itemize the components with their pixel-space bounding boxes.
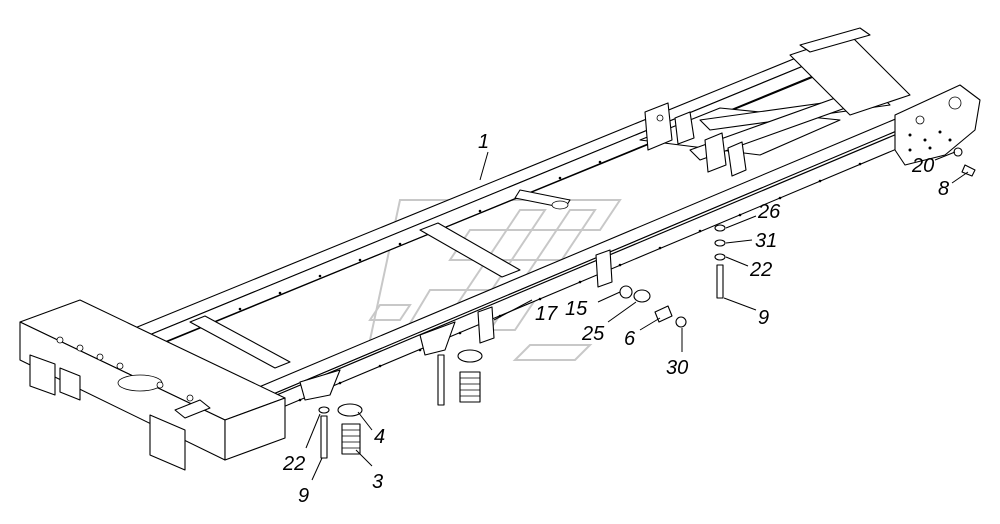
callout-20: 20 [911, 155, 934, 177]
cross-members [189, 27, 911, 369]
callout-6: 6 [624, 328, 636, 350]
callout-22-rear: 22 [749, 259, 772, 281]
rear-bracket [894, 84, 981, 166]
callout-9-front: 9 [298, 485, 309, 507]
callout-30: 30 [666, 357, 688, 379]
callout-9-rear: 9 [758, 307, 769, 329]
hardware-parts [318, 147, 976, 459]
callout-1-leader [479, 151, 489, 181]
callout-4: 4 [374, 426, 385, 448]
callout-9-leader-rear [723, 297, 757, 311]
callout-26: 26 [757, 201, 781, 223]
callout-20-leader [934, 151, 956, 161]
callout-31-leader [725, 239, 753, 244]
callout-1: 1 [478, 131, 489, 153]
callout-22-leader-rear [725, 256, 749, 267]
frame-rails [129, 39, 919, 421]
callout-22-leader-front [305, 413, 321, 449]
rail-brackets [299, 102, 747, 401]
callouts: 1 20 8 26 31 22 9 17 15 25 6 30 4 22 9 3 [282, 131, 969, 507]
callout-3: 3 [372, 471, 383, 493]
callout-17-leader [493, 299, 533, 321]
callout-26-leader [725, 215, 757, 229]
callout-8: 8 [938, 178, 949, 200]
callout-15: 15 [565, 298, 588, 320]
callout-8-leader [951, 171, 969, 184]
callout-25-leader [607, 301, 637, 323]
callout-17: 17 [535, 303, 558, 325]
callout-9-leader-front [311, 457, 323, 481]
callout-4-leader [357, 411, 373, 431]
front-bumper [19, 299, 286, 471]
callout-22-front: 22 [282, 453, 305, 475]
callout-31: 31 [755, 230, 777, 252]
callout-3-leader [355, 449, 373, 467]
callout-15-leader [597, 291, 621, 303]
callout-6-leader [639, 317, 661, 331]
callout-25: 25 [581, 323, 605, 345]
